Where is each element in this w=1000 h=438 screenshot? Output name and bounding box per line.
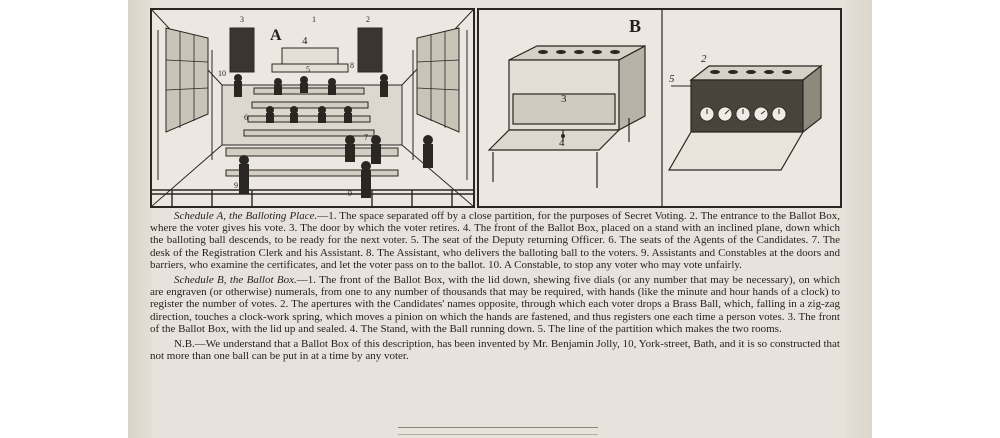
plate-b-label-4: 4 (559, 137, 565, 149)
plate-a-label-3: 3 (240, 15, 244, 24)
plate-a-label-2: 2 (366, 15, 370, 24)
ornamental-rule (398, 427, 598, 435)
plate-a-label-8: 8 (350, 61, 354, 70)
schedule-b-title: Schedule B, the Ballot Box. (174, 274, 297, 287)
plate-b-ballot-box: B 2 3 4 5 (477, 8, 842, 208)
engraving-plates: A 1 2 3 4 5 6 7 8 9 9 10 (150, 8, 842, 208)
ballot-box-engraving: B 2 3 4 5 (487, 10, 823, 206)
plate-a-label-4: 4 (302, 35, 308, 47)
plate-b-label-3: 3 (561, 93, 567, 105)
article-text: Schedule A, the Balloting Place.—1. The … (150, 210, 840, 362)
plate-a-label-7: 7 (364, 133, 368, 142)
plate-b-label-2: 2 (701, 53, 707, 65)
schedule-a-paragraph: Schedule A, the Balloting Place.—1. The … (150, 210, 840, 271)
plate-a-balloting-place: A 1 2 3 4 5 6 7 8 9 9 10 (150, 8, 475, 208)
page-margin-right (846, 0, 872, 438)
plate-a-label-5: 5 (306, 65, 310, 74)
plate-a-label-10: 10 (218, 69, 226, 78)
balloting-room-engraving: A 1 2 3 4 5 6 7 8 9 9 10 (152, 10, 473, 206)
schedule-b-paragraph: Schedule B, the Ballot Box.—1. The front… (150, 274, 840, 335)
plate-b-label-5: 5 (669, 73, 675, 85)
note-body: —We understand that a Ballot Box of this… (150, 338, 840, 363)
schedule-a-body: —1. The space separated off by a close p… (150, 210, 840, 271)
note-paragraph: N.B.—We understand that a Ballot Box of … (150, 338, 840, 362)
newspaper-page: A 1 2 3 4 5 6 7 8 9 9 10 (128, 0, 872, 438)
note-title: N.B. (174, 338, 195, 351)
schedule-b-body: —1. The front of the Ballot Box, with th… (150, 274, 840, 335)
plate-a-label-1: 1 (312, 15, 316, 24)
plate-a-letter: A (270, 27, 282, 44)
plate-a-label-9-right: 9 (348, 189, 352, 198)
plate-b-letter: B (629, 16, 641, 36)
page-margin-left (128, 0, 152, 438)
plate-a-label-6: 6 (244, 113, 248, 122)
schedule-a-title: Schedule A, the Balloting Place. (174, 210, 318, 222)
plate-a-label-9-left: 9 (234, 181, 238, 190)
